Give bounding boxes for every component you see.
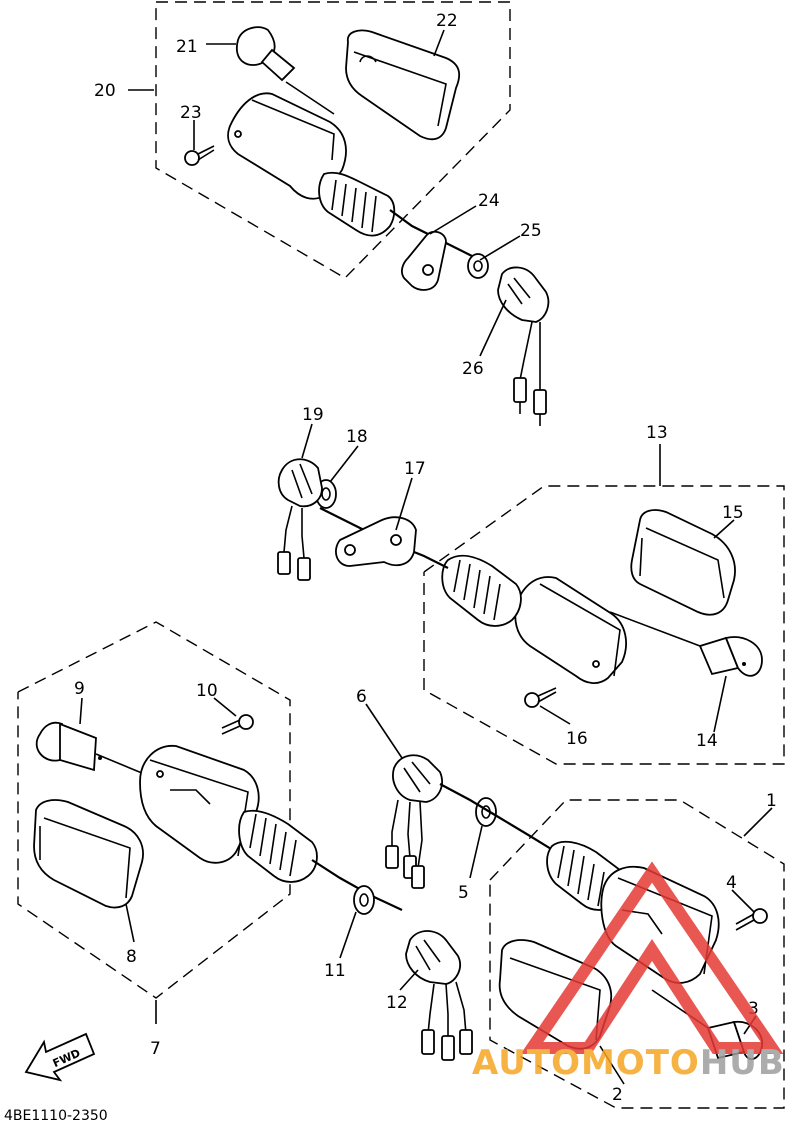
socket-19 — [277, 458, 323, 581]
part-number-labels: 21 22 20 23 24 25 26 19 18 17 13 15 14 1… — [74, 11, 777, 1105]
automotohub-watermark: AUTOMOTOHUB — [472, 861, 785, 1083]
stem-20 — [318, 171, 473, 257]
grommet-11 — [353, 885, 375, 915]
flasher-housing-13 — [514, 576, 701, 684]
part-label-18: 18 — [346, 427, 368, 447]
screw-4 — [735, 908, 768, 931]
assembly-7-front-left-flasher — [17, 621, 473, 1061]
grommet-5 — [475, 797, 497, 827]
stem-7 — [238, 809, 403, 911]
part-label-10: 10 — [196, 681, 218, 701]
part-label-12: 12 — [386, 993, 408, 1013]
flasher-housing-20 — [227, 81, 347, 200]
socket-6 — [385, 754, 443, 889]
part-label-25: 25 — [520, 221, 542, 241]
screw-10 — [221, 714, 254, 735]
screw-16 — [524, 687, 557, 708]
bulb-9 — [35, 721, 155, 779]
part-label-11: 11 — [324, 961, 346, 981]
part-label-17: 17 — [404, 459, 426, 479]
lens-15 — [630, 509, 736, 616]
assembly-20-rear-left-flasher — [155, 1, 550, 426]
assembly-7-boundary — [17, 621, 291, 999]
socket-12 — [405, 930, 473, 1061]
bulb-14 — [698, 636, 763, 677]
bracket-17 — [335, 516, 417, 567]
part-label-19: 19 — [302, 405, 324, 425]
part-label-23: 23 — [180, 103, 202, 123]
part-label-14: 14 — [696, 731, 718, 751]
part-label-3: 3 — [748, 999, 759, 1019]
fwd-arrow-icon — [24, 1032, 96, 1082]
watermark-triangle-icon — [520, 861, 784, 1054]
assembly-13-rear-right-flasher — [277, 458, 785, 765]
part-label-24: 24 — [478, 191, 500, 211]
bulb-21 — [235, 26, 296, 82]
assembly-13-boundary — [423, 485, 785, 765]
part-label-21: 21 — [176, 37, 198, 57]
part-label-15: 15 — [722, 503, 744, 523]
assembly-1-boundary — [489, 799, 785, 1109]
part-label-13: 13 — [646, 423, 668, 443]
part-label-8: 8 — [126, 947, 137, 967]
grommet-25 — [467, 253, 489, 279]
watermark-text: AUTOMOTOHUB — [472, 1043, 785, 1083]
part-label-6: 6 — [356, 687, 367, 707]
part-label-1: 1 — [766, 791, 777, 811]
assembly-20-boundary — [155, 1, 511, 279]
part-label-7: 7 — [150, 1039, 161, 1059]
part-label-22: 22 — [436, 11, 458, 31]
part-label-9: 9 — [74, 679, 85, 699]
part-label-16: 16 — [566, 729, 588, 749]
part-label-20: 20 — [94, 81, 116, 101]
diagram-code: 4BE1110-2350 — [4, 1108, 108, 1124]
screw-23 — [184, 145, 215, 166]
part-label-26: 26 — [462, 359, 484, 379]
part-label-5: 5 — [458, 883, 469, 903]
stem-13 — [319, 507, 522, 627]
watermark-wordmark: AUTOMOTOHUB — [472, 1043, 785, 1083]
lens-8 — [33, 799, 144, 909]
lens-22 — [345, 29, 461, 141]
fwd-direction-arrow: FWD — [24, 1032, 96, 1082]
bracket-24 — [401, 230, 447, 291]
part-label-2: 2 — [612, 1085, 623, 1105]
part-label-4: 4 — [726, 873, 737, 893]
socket-26 — [497, 266, 550, 426]
